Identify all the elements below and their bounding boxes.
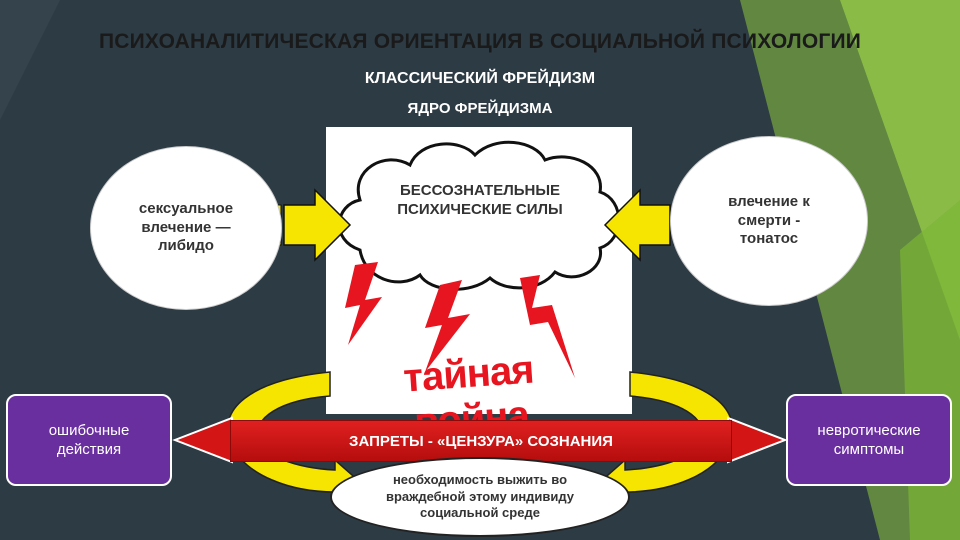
cloud-shape (337, 140, 621, 291)
red-arrow-left-icon (172, 416, 233, 464)
red-arrow-right-icon (727, 416, 788, 464)
unconscious-forces-label: БЕССОЗНАТЕЛЬНЫЕ ПСИХИЧЕСКИЕ СИЛЫ (397, 182, 563, 218)
dark-decor-shape (0, 0, 60, 120)
survival-ellipse: необходимость выжить во враждебной этому… (330, 457, 630, 537)
arrow-right-icon (269, 188, 352, 262)
errors-box: ошибочные действия (6, 394, 172, 486)
neurotic-box: невротические симптомы (786, 394, 952, 486)
libido-label: сексуальное влечение — либидо (138, 199, 234, 255)
censorship-bar: ЗАПРЕТЫ - «ЦЕНЗУРА» СОЗНАНИЯ (230, 420, 732, 462)
page-title: ПСИХОАНАЛИТИЧЕСКАЯ ОРИЕНТАЦИЯ В СОЦИАЛЬН… (98, 30, 862, 53)
censorship-label: ЗАПРЕТЫ - «ЦЕНЗУРА» СОЗНАНИЯ (349, 432, 613, 450)
survival-label: необходимость выжить во враждебной этому… (385, 471, 575, 521)
libido-circle: сексуальное влечение — либидо (90, 146, 282, 310)
core-label: ЯДРО ФРЕЙДИЗМА (407, 100, 553, 117)
neurotic-label: невротические симптомы (817, 421, 921, 459)
thanatos-label: влечение к смерти - тонатос (728, 192, 810, 248)
thanatos-circle: влечение к смерти - тонатос (670, 136, 868, 306)
errors-label: ошибочные действия (48, 421, 130, 459)
subtitle: КЛАССИЧЕСКИЙ ФРЕЙДИЗМ (364, 70, 596, 87)
lightning-icon (345, 262, 575, 378)
